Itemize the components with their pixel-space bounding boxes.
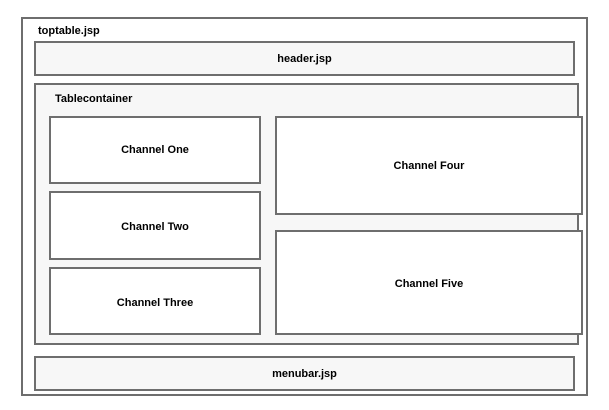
channel-four-label: Channel Four — [393, 159, 465, 172]
channel-two-label: Channel Two — [121, 220, 189, 233]
tablecontainer-region: Tablecontainer Channel One Channel Two C… — [34, 83, 583, 345]
channel-three-label: Channel Three — [116, 297, 194, 309]
channel-box-one[interactable]: Channel One — [49, 116, 261, 184]
channel-one-label: Channel One — [121, 144, 189, 156]
header-jsp-label: header.jsp — [277, 52, 332, 65]
channel-box-two[interactable]: Channel Two — [49, 191, 261, 260]
tablecontainer-label: Tablecontainer — [55, 93, 133, 105]
menubar-jsp-region: menubar.jsp — [34, 356, 575, 391]
channel-five-label: Channel Five — [394, 277, 464, 290]
channel-column-left: Channel One Channel Two Channel Three — [49, 116, 261, 335]
toptable-label: toptable.jsp — [38, 25, 100, 37]
channel-column-right: Channel Four Channel Five — [275, 116, 583, 335]
channel-box-five[interactable]: Channel Five — [275, 230, 583, 335]
header-jsp-region: header.jsp — [34, 41, 575, 76]
channel-box-three[interactable]: Channel Three — [49, 267, 261, 335]
channel-box-four[interactable]: Channel Four — [275, 116, 583, 215]
menubar-jsp-label: menubar.jsp — [272, 367, 337, 380]
toptable-frame: toptable.jsp header.jsp Tablecontainer C… — [21, 17, 588, 396]
